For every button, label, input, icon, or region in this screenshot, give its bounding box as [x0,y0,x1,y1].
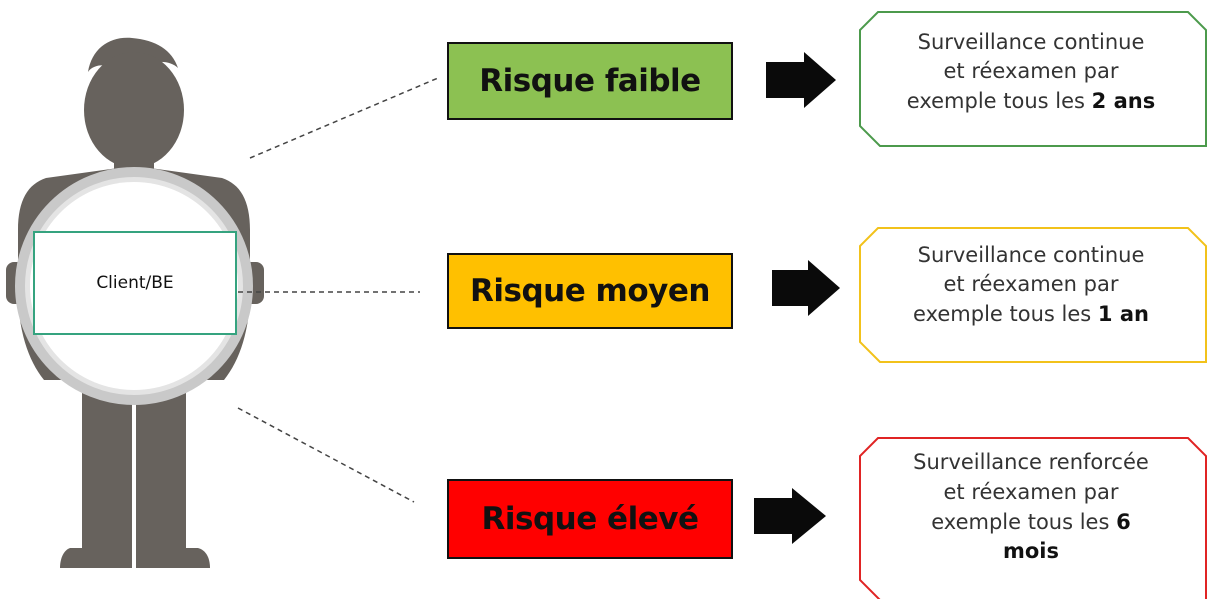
client-label: Client/BE [33,231,237,335]
arrow-right-icon [766,52,836,108]
card-line: Surveillance continue [917,30,1145,54]
card-period-unit: mois [1002,539,1059,564]
card-period: 1 an [1097,301,1149,326]
risk-medium-box: Risque moyen [447,253,733,329]
card-line: exemple tous les 2 ans [866,87,1196,116]
card-high-text: Surveillance renforcée et réexamen par e… [866,448,1196,567]
card-period: 6 [1116,509,1131,534]
card-low-frame [859,11,1207,147]
card-high-frame [859,437,1207,599]
card-period: 2 ans [1091,88,1156,113]
risk-high-box: Risque élevé [447,479,733,559]
card-line: mois [866,537,1196,567]
connector-low [249,77,439,159]
card-medium-text: Surveillance continue et réexamen par ex… [866,241,1196,329]
card-line-prefix: exemple tous les [931,509,1117,534]
card-line: Surveillance renforcée [913,450,1149,474]
card-low-text: Surveillance continue et réexamen par ex… [866,28,1196,116]
connector-high [237,407,415,503]
card-line-prefix: exemple tous les [913,301,1098,326]
card-line: exemple tous les 6 [866,508,1196,538]
card-line-prefix: exemple tous les [906,88,1092,113]
card-line: et réexamen par [943,479,1119,504]
card-line: exemple tous les 1 an [866,300,1196,329]
risk-low-box: Risque faible [447,42,733,120]
card-line: Surveillance continue [917,243,1145,267]
card-line: et réexamen par [943,272,1119,297]
card-line: et réexamen par [943,59,1119,84]
arrow-right-icon [754,488,826,544]
arrow-right-icon [772,260,840,316]
card-mid-frame [859,227,1207,363]
